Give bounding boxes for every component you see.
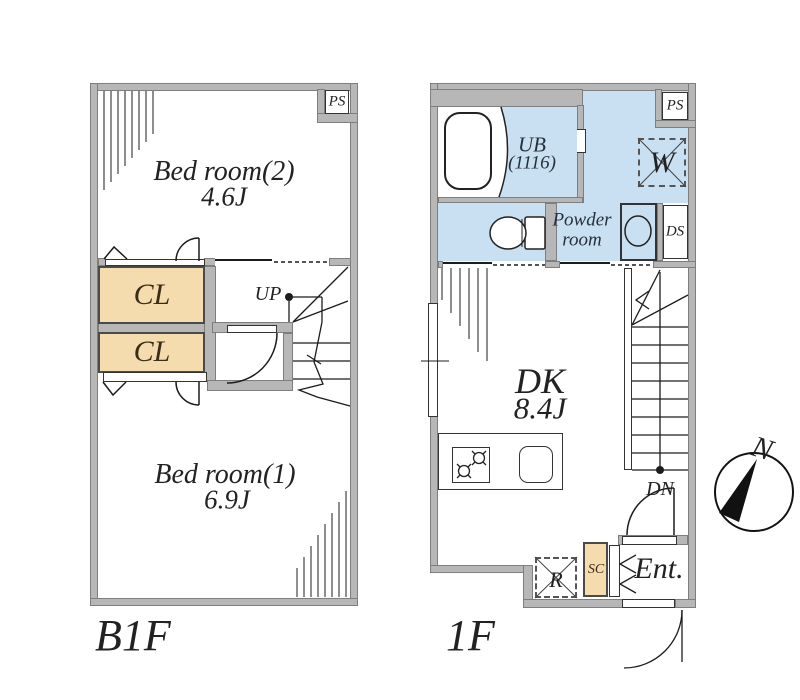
f1-toilet-sliding-door: [443, 261, 545, 268]
b1f-stairs-up-label: UP: [254, 283, 282, 305]
f1-powder-line1: Powder: [552, 209, 612, 231]
f1-washbasin-unit: [620, 203, 657, 261]
f1-basin-right-wall: [657, 203, 663, 261]
b1f-bedroom1-name: Bed room(1): [154, 459, 296, 490]
f1-shoe-closet-label: SC: [587, 562, 605, 577]
b1f-closet-upper-label: CL: [133, 278, 171, 311]
f1-stove: [452, 447, 490, 483]
b1f-hatch-topleft: [103, 91, 154, 190]
f1-window-left: [428, 303, 438, 417]
compass-icon: [714, 452, 794, 532]
f1-entrance-step: [622, 536, 677, 545]
b1f-closet-lower-label: CL: [133, 335, 171, 368]
b1f-ps-wall-horizontal: [317, 113, 358, 123]
b1f-bedroom2-area: 4.6J: [201, 181, 247, 212]
b1f-vestibule-door-leaf: [227, 325, 277, 333]
f1-washer-label: W: [649, 146, 675, 179]
f1-refrigerator-label: R: [549, 567, 563, 592]
f1-dk-name: DK: [514, 361, 566, 401]
b1f-ps-box: [325, 90, 349, 114]
compass-north-label: N: [747, 429, 777, 468]
f1-front-door-swing: [623, 609, 683, 669]
f1-stairs-down-label: DN: [646, 478, 674, 500]
b1f-bedroom1-top-wall: [207, 380, 293, 391]
f1-ps-box: [662, 92, 688, 120]
f1-dk-area: 8.4J: [513, 390, 567, 426]
f1-bathtub: [444, 112, 492, 190]
b1f-closet-lower: [98, 332, 205, 373]
b1f-sliding-door: [215, 258, 329, 266]
b1f-bedroom2-name: Bed room(2): [153, 156, 295, 187]
b1f-wall-right: [350, 83, 358, 606]
f1-powder-line2: room: [562, 229, 602, 251]
f1-wall-bottom-right-a: [523, 599, 623, 608]
f1-bath-door-marker: [573, 129, 586, 153]
f1-ub-size: (1116): [508, 152, 556, 174]
b1f-closet-lower-door-track: [103, 372, 207, 382]
f1-ds-label: DS: [665, 223, 685, 240]
b1f-midwall-right-seg: [329, 258, 351, 266]
f1-powder-sliding-door: [560, 261, 653, 268]
b1f-wall-left: [90, 83, 98, 606]
b1f-bedroom1-area: 6.9J: [204, 484, 250, 515]
f1-bath-bottom-wall: [438, 197, 583, 203]
f1-stairs: [631, 269, 689, 474]
f1-entrance-label: Ent.: [634, 552, 684, 585]
f1-duct-space-box: [663, 205, 688, 259]
b1f-hatch-bottomright: [296, 491, 347, 597]
f1-hatch-dk: [441, 268, 488, 361]
f1-ps-label: PS: [666, 97, 684, 114]
b1f-stair-stub-wall-vertical: [283, 333, 293, 382]
f1-sink: [519, 446, 553, 483]
b1f-floor-label: B1F: [95, 611, 171, 660]
b1f-closet-upper: [98, 266, 205, 324]
f1-ub-name: UB: [518, 132, 546, 157]
f1-bath-right-wall: [577, 105, 584, 203]
f1-ps-wall-horizontal: [655, 120, 696, 128]
f1-wetwall-center-stub: [545, 261, 560, 268]
f1-toilet-room: [438, 203, 545, 261]
f1-floor-label: 1F: [446, 611, 495, 660]
f1-wetwall-left-stub: [438, 261, 443, 268]
b1f-wall-bottom: [90, 598, 358, 606]
f1-shoe-closet: [583, 542, 608, 597]
f1-wetwall-right-seg: [653, 261, 696, 268]
f1-bath-top-thick-wall: [430, 89, 583, 107]
f1-front-door-leaf: [622, 599, 675, 608]
f1-shoe-closet-door: [609, 545, 620, 597]
f1-stair-rail: [624, 268, 632, 470]
b1f-ps-label: PS: [328, 93, 346, 110]
f1-wall-right: [688, 83, 696, 608]
b1f-closet-upper-door-track: [105, 259, 205, 266]
b1f-stairs: [285, 266, 351, 407]
f1-wall-bottom-right-b: [675, 599, 696, 608]
f1-wall-bottom-left: [430, 565, 533, 573]
